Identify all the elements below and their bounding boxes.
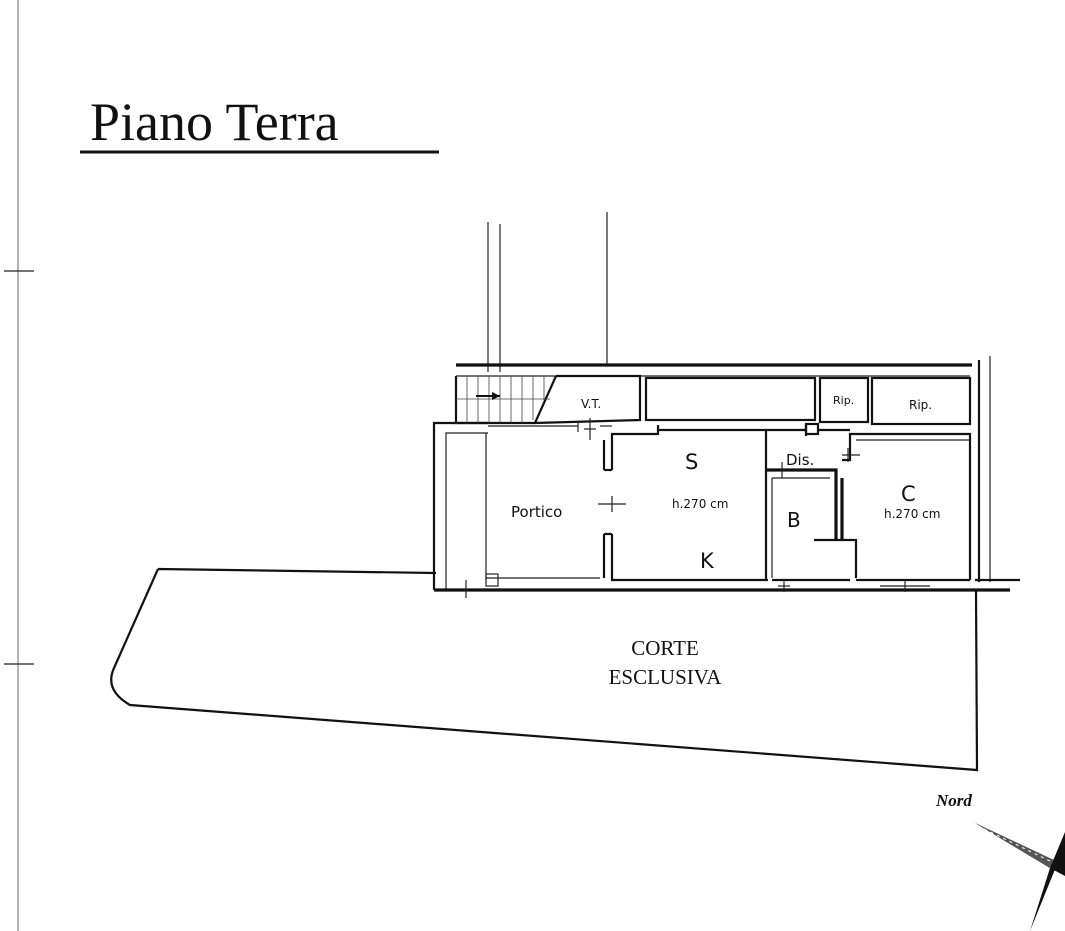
boundary-lines [487,212,1020,582]
north-compass: Nord [935,791,1065,931]
staircase [454,375,558,425]
room-s-k-walls [598,424,808,582]
room-labels: V.T. Rip. Rip. Portico S h.270 cm K Dis.… [511,394,940,573]
title-block: Piano Terra [80,92,439,154]
rear-rooms [488,374,972,440]
room-dis-b-c-walls [465,422,972,598]
courtyard-outline [110,567,1010,772]
room-s-height-label: h.270 cm [672,497,728,511]
room-k-label: K [700,549,715,573]
room-s-label: S [685,450,698,474]
room-b-label: B [787,508,801,532]
courtyard-label: CORTE ESCLUSIVA [609,636,723,689]
room-rip-1-label: Rip. [833,394,854,407]
courtyard-label-line-2: ESCLUSIVA [609,665,723,689]
north-label: Nord [935,791,972,810]
courtyard-label-line-1: CORTE [631,636,699,660]
north-star-icon [975,823,1058,931]
room-portico-label: Portico [511,503,562,521]
room-c-label: C [901,482,916,506]
room-dis-label: Dis. [786,451,814,469]
plan-title: Piano Terra [90,92,339,152]
room-vt-label: V.T. [581,397,601,411]
room-c-height-label: h.270 cm [884,507,940,521]
room-rip-2-label: Rip. [909,398,932,412]
